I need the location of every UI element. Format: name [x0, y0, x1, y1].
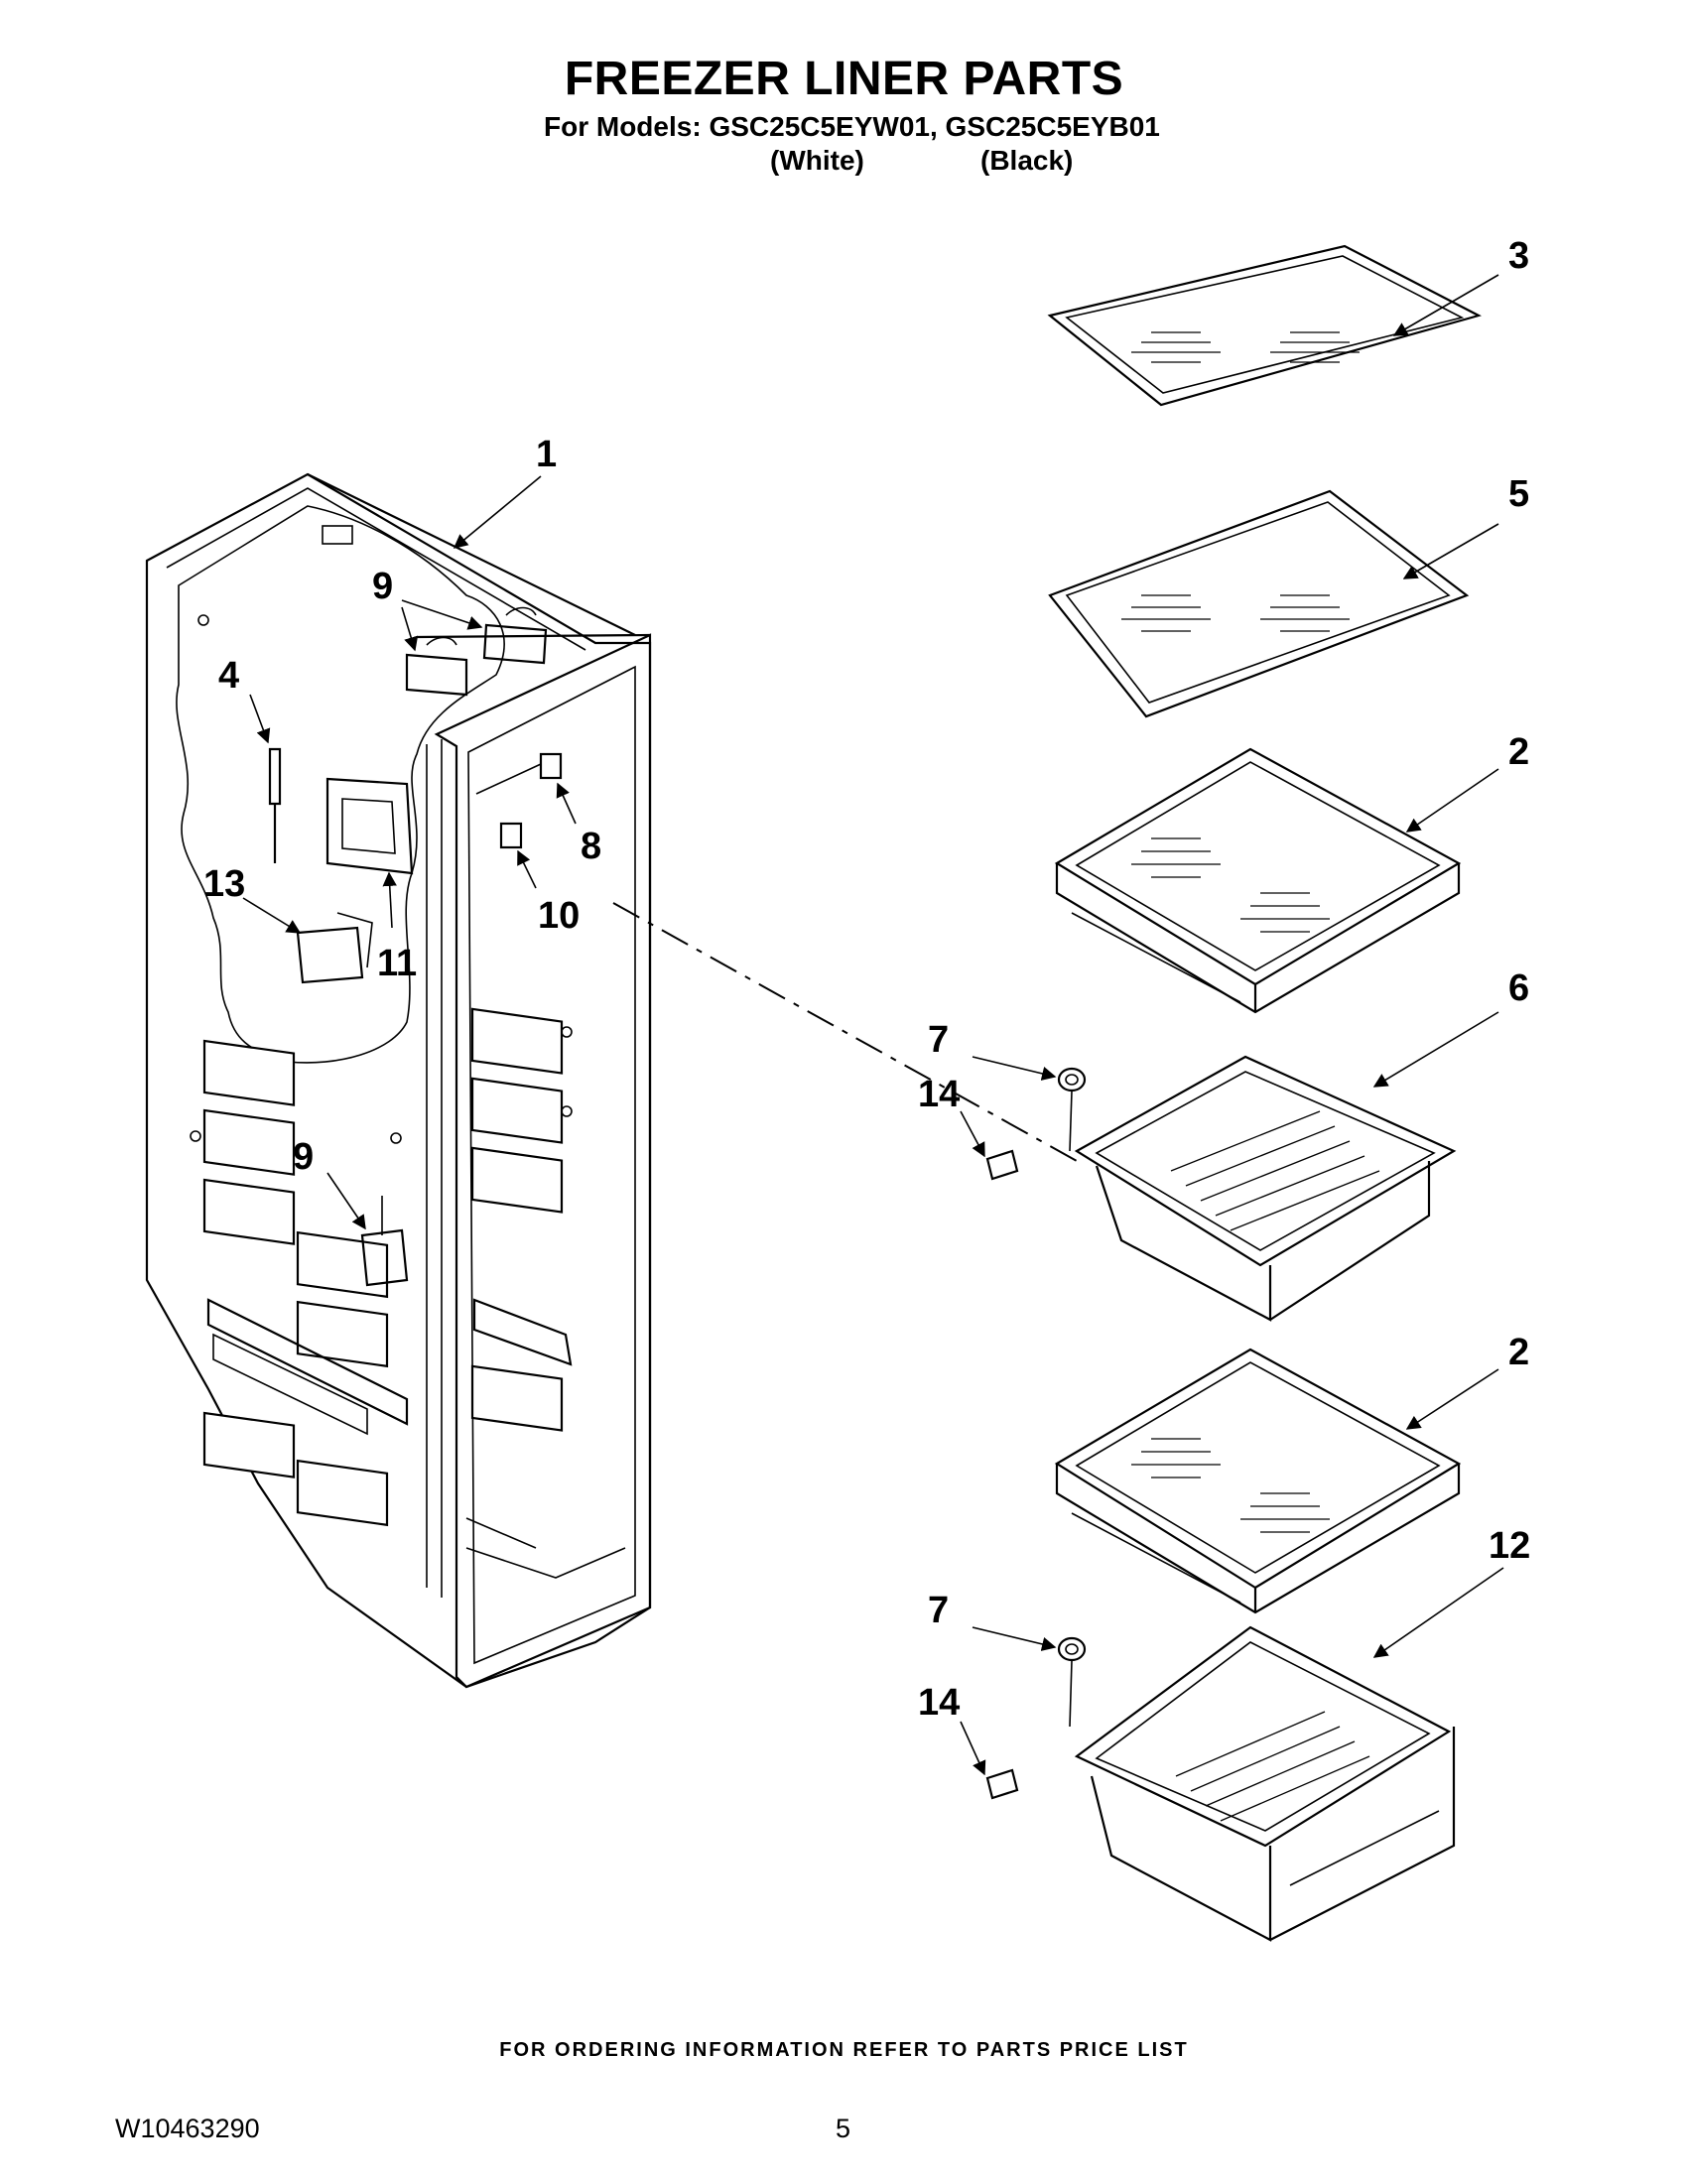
callout-2-upper: 2	[1508, 731, 1529, 773]
ordering-note: FOR ORDERING INFORMATION REFER TO PARTS …	[499, 2039, 1189, 2061]
callout-2-lower: 2	[1508, 1332, 1529, 1373]
freezer-drawer-12	[1074, 1625, 1456, 1942]
callout-9-top: 9	[372, 566, 393, 607]
shelf-glass-3	[1047, 244, 1482, 407]
shelf-frame-2-upper	[1054, 747, 1462, 1014]
callout-4: 4	[218, 655, 239, 697]
callout-11: 11	[377, 943, 417, 984]
freezer-drawer-6	[1074, 1055, 1457, 1322]
document-number: W10463290	[115, 2114, 260, 2143]
callout-13: 13	[203, 863, 245, 905]
callout-5: 5	[1508, 473, 1529, 515]
callout-1: 1	[536, 434, 557, 475]
liner-small-parts	[268, 606, 563, 1287]
clip-leader	[475, 763, 542, 795]
callout-8: 8	[581, 826, 601, 867]
model-numbers: For Models: GSC25C5EYW01, GSC25C5EYB01	[544, 111, 1160, 142]
variant-black: (Black)	[980, 145, 1074, 176]
callout-9-lower: 9	[293, 1136, 314, 1178]
callout-14-lower: 14	[918, 1682, 960, 1724]
callout-7-upper: 7	[928, 1019, 949, 1061]
callout-14-upper: 14	[918, 1074, 960, 1115]
leader-arrows	[242, 274, 1504, 1776]
callout-10: 10	[538, 895, 580, 937]
shelf-frame-2-lower	[1054, 1348, 1462, 1614]
variant-white: (White)	[770, 145, 864, 176]
page-number: 5	[836, 2114, 851, 2143]
rollers-and-stops	[985, 1067, 1087, 1800]
assembly-line	[612, 902, 1078, 1162]
callout-3: 3	[1508, 235, 1529, 277]
callout-12: 12	[1489, 1525, 1530, 1567]
callout-6: 6	[1508, 967, 1529, 1009]
freezer-liner	[145, 472, 652, 1689]
page-title: FREEZER LINER PARTS	[564, 53, 1124, 105]
callout-7-lower: 7	[928, 1590, 949, 1631]
shelf-glass-5	[1048, 489, 1470, 718]
